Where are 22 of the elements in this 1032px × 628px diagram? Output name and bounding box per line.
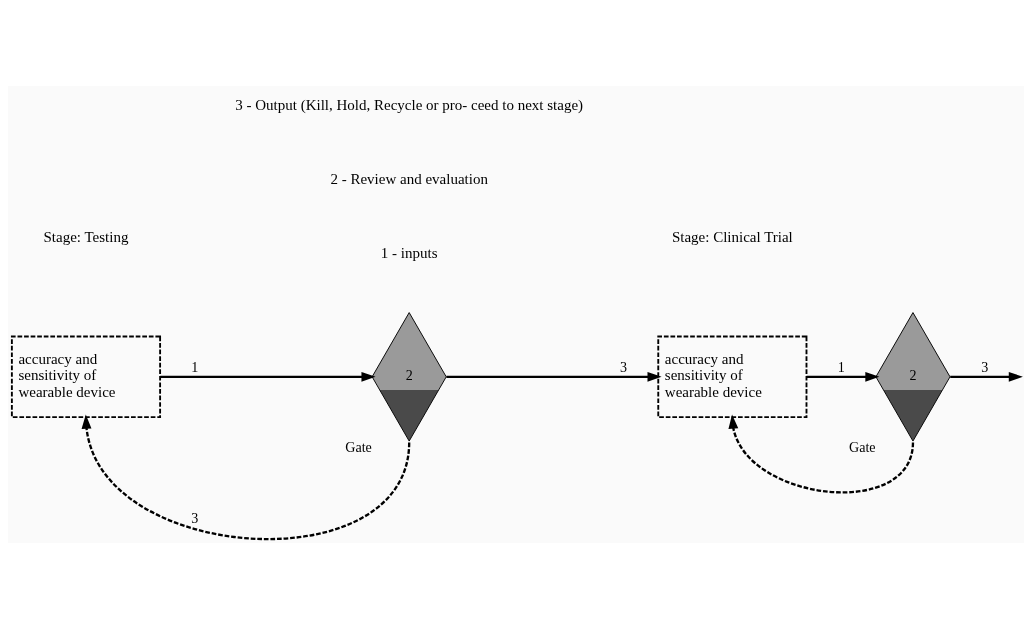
arrow	[160, 371, 376, 382]
edge-label: 3	[620, 358, 628, 375]
arrow	[81, 414, 411, 540]
node-diamond: 2	[875, 311, 951, 442]
arrow	[806, 371, 880, 382]
arrow	[446, 371, 662, 382]
arrow	[728, 414, 915, 493]
label: Stage: Clinical Trial	[671, 228, 793, 245]
edge-label: 3	[191, 509, 199, 526]
node-diamond: 2	[371, 311, 447, 442]
node-box: accuracy and sensitivity of wearable device	[10, 335, 162, 418]
edge-label: 3	[981, 358, 989, 375]
node-box: accuracy and sensitivity of wearable device	[657, 335, 808, 418]
node-label: Gate	[345, 438, 372, 455]
label: 1 - inputs	[380, 244, 438, 261]
node-label: Gate	[849, 438, 876, 455]
label: 2 - Review and evaluation	[330, 170, 488, 187]
label: Stage: Testing	[43, 228, 129, 245]
edge-label: 1	[837, 358, 845, 375]
label: 3 - Output (Kill, Hold, Recycle or pro- ceed to next stage)	[235, 96, 584, 113]
edge-label: 1	[191, 358, 199, 375]
arrow	[950, 371, 1023, 382]
